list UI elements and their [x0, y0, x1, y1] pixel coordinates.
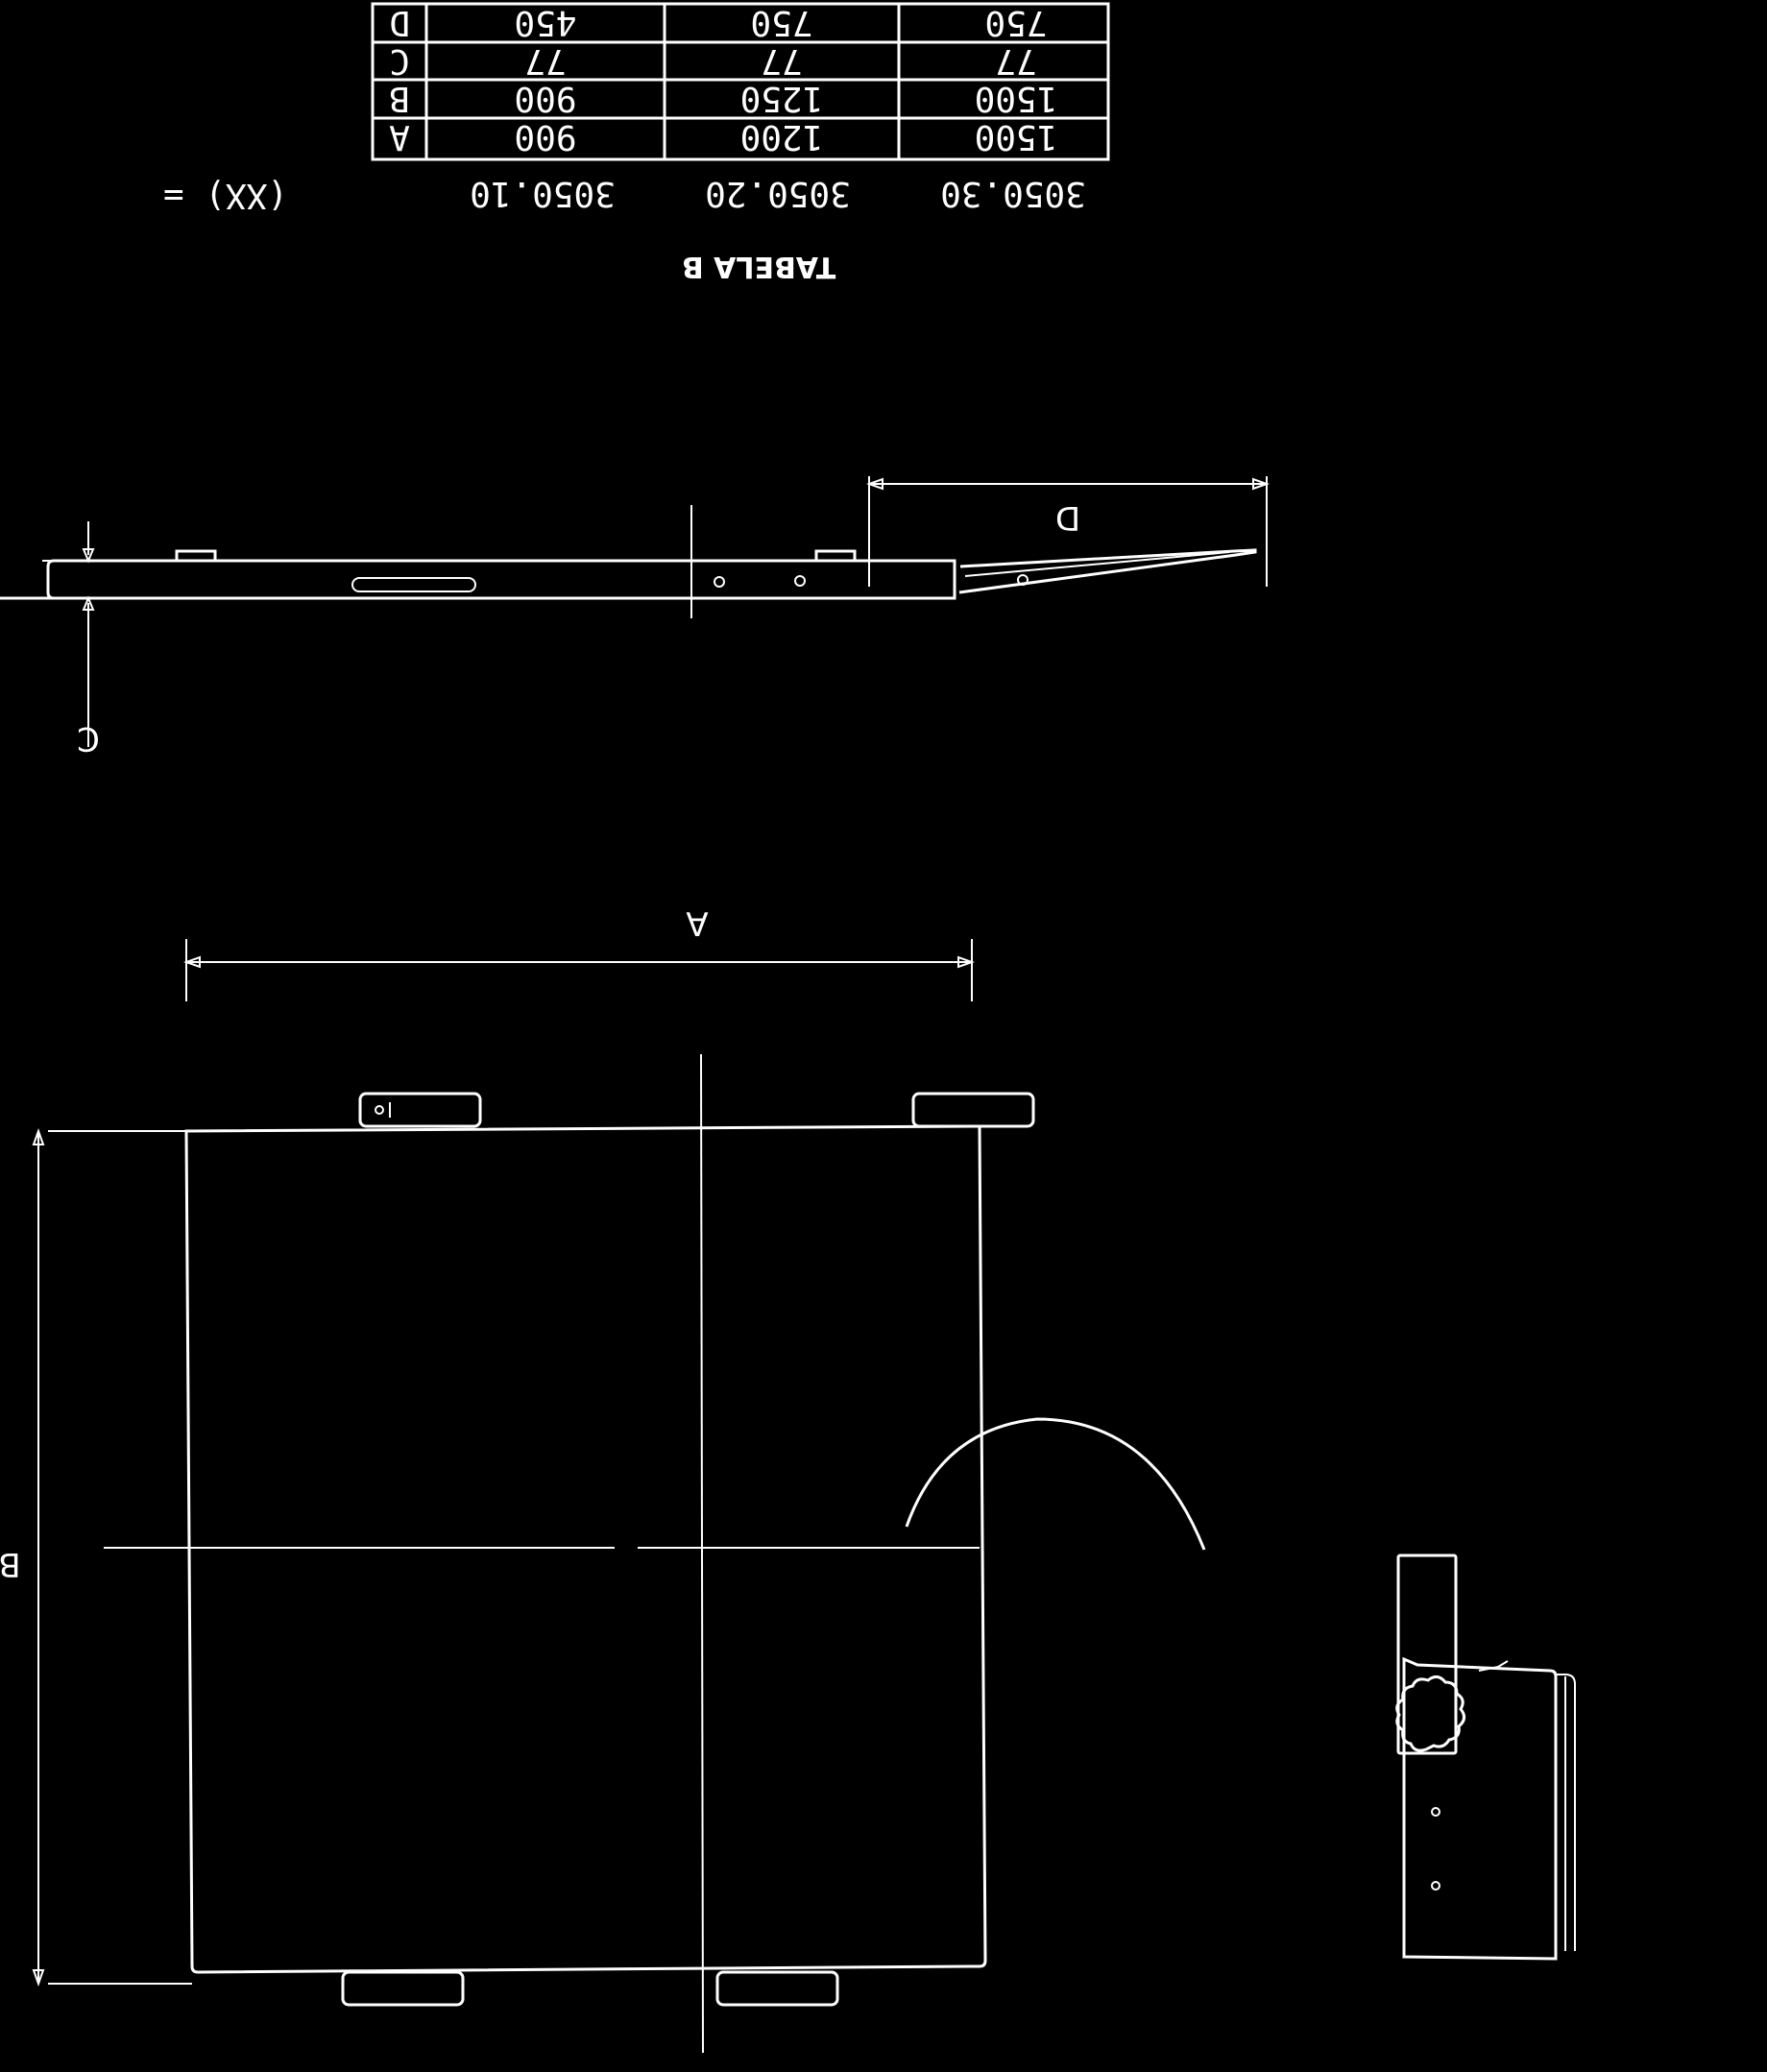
- indicator-dot: [1431, 1881, 1440, 1891]
- dimension-b: B: [0, 1128, 192, 1987]
- dimension-a: A: [183, 903, 975, 1001]
- handle: [358, 1092, 482, 1128]
- handle-dot: [375, 1105, 384, 1115]
- plan-view: [104, 1053, 1035, 2054]
- model-header-2: 3050.20: [705, 174, 851, 213]
- cell-b-1: 900: [514, 79, 576, 118]
- cell-b-3: 1500: [975, 79, 1058, 118]
- side-hole: [794, 575, 806, 587]
- model-header-3: 3050.30: [940, 174, 1086, 213]
- cell-c-1: 77: [524, 41, 566, 81]
- dimension-a-label: A: [686, 903, 708, 942]
- handle: [341, 1970, 465, 2007]
- foot: [175, 549, 217, 563]
- handle-slot: [351, 577, 476, 592]
- row-label-a: A: [389, 117, 410, 157]
- handle: [911, 1092, 1035, 1128]
- dimension-c-label: C: [77, 719, 100, 758]
- cell-d-3: 750: [984, 3, 1047, 42]
- table-title: TABELA B: [682, 250, 835, 283]
- row-label-b: B: [389, 79, 410, 118]
- display-knob: [1395, 1675, 1465, 1752]
- cell-d-2: 750: [750, 3, 812, 42]
- side-view: C D: [0, 476, 1270, 758]
- foot: [814, 549, 857, 563]
- dimension-b-label: B: [0, 1545, 21, 1583]
- connection-cable: [905, 1417, 1206, 1551]
- cell-b-2: 1250: [740, 79, 824, 118]
- handle: [715, 1970, 839, 2007]
- model-header-1: 3050.10: [470, 174, 616, 213]
- cell-a-3: 1500: [975, 117, 1058, 157]
- display-bracket: [1396, 1554, 1458, 1755]
- row-label-d: D: [389, 3, 410, 42]
- cell-a-2: 1200: [740, 117, 824, 157]
- rotated-sheet: 3050.10 3050.20 3050.30 (XX) = A 900 120…: [0, 2, 1576, 2054]
- cell-d-1: 450: [514, 3, 576, 42]
- dimension-d-label: D: [1055, 498, 1080, 537]
- cell-c-3: 77: [995, 41, 1036, 81]
- row-label-c: C: [389, 41, 410, 81]
- ramp: [958, 548, 1257, 594]
- indicator-unit: [905, 1417, 1576, 1961]
- dimension-table: 3050.10 3050.20 3050.30 (XX) = A 900 120…: [163, 2, 1110, 215]
- side-hole: [714, 576, 725, 588]
- indicator-dot: [1431, 1807, 1440, 1817]
- formula-label: (XX) =: [163, 176, 288, 215]
- cell-c-2: 77: [761, 41, 802, 81]
- cell-a-1: 900: [514, 117, 576, 157]
